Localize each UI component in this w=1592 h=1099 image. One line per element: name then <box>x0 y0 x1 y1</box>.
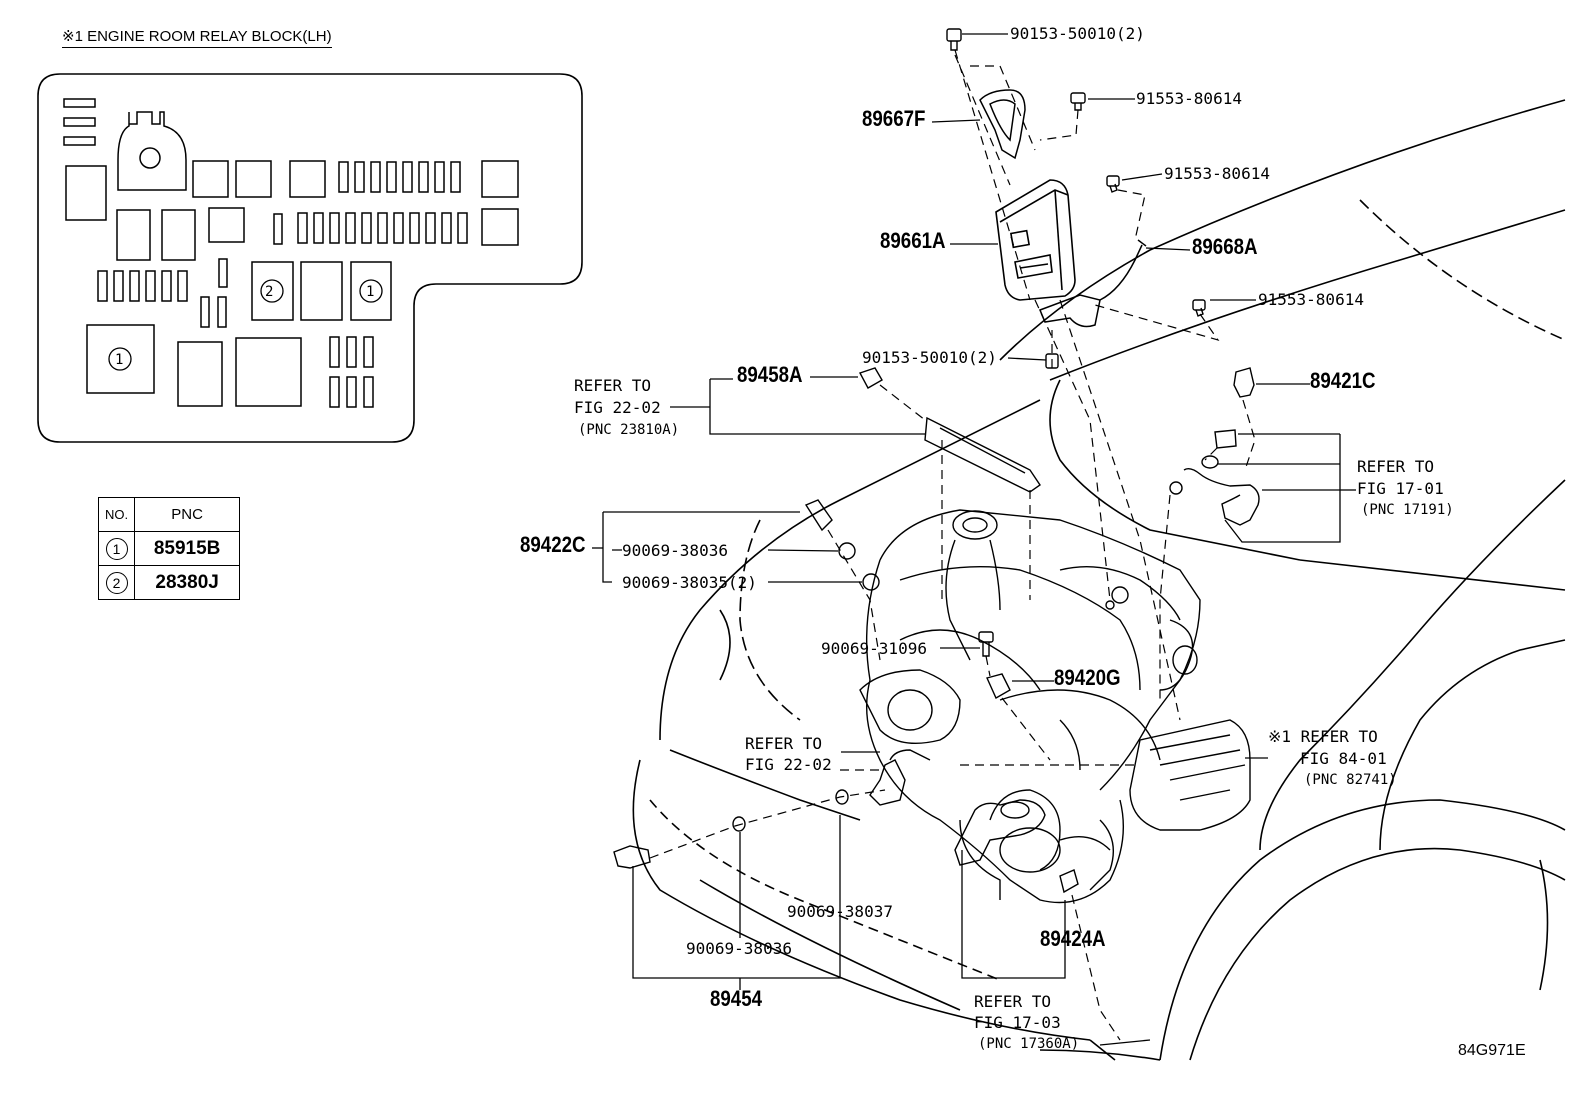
label-90069-31096: 90069-31096 <box>821 639 927 658</box>
bolt-90069-31096 <box>978 631 994 657</box>
label-90069-38035: 90069-38035(2) <box>622 573 757 592</box>
pnc-header-pnc: PNC <box>134 497 241 532</box>
label-89421C: 89421C <box>1310 368 1376 393</box>
bracket-89668A <box>1039 239 1147 328</box>
bolt-91553-80614-3 <box>1192 299 1206 317</box>
label-91553-80614-2: 91553-80614 <box>1164 164 1270 183</box>
label-89661A: 89661A <box>880 228 946 253</box>
refer-84-01-line2: FIG 84-01 <box>1300 749 1387 768</box>
refer-84-01-line1: ※1 REFER TO <box>1268 727 1378 746</box>
label-90069-38036-b: 90069-38036 <box>686 939 792 958</box>
refer-22-02-b-line2: FIG 22-02 <box>745 755 832 774</box>
relay-marker-1b: 1 <box>115 352 124 368</box>
relay-marker-2: 2 <box>265 284 274 300</box>
sensor-89454 <box>613 749 931 869</box>
refer-17-03-line3: (PNC 17360A) <box>978 1036 1080 1052</box>
sensor-89424A <box>1059 869 1079 894</box>
label-89458A: 89458A <box>737 362 803 387</box>
pnc-row-value: 85915B <box>134 531 241 566</box>
pnc-row-value: 28380J <box>134 565 241 600</box>
label-90069-38037: 90069-38037 <box>787 902 893 921</box>
refer-17-01-line3: (PNC 17191) <box>1361 502 1454 518</box>
vehicle-body-outline <box>632 99 1566 1061</box>
refer-22-02-a-line3: (PNC 23810A) <box>578 422 680 438</box>
label-89667F: 89667F <box>862 106 926 131</box>
figure-id: 84G971E <box>1458 1042 1526 1059</box>
refer-84-01-line3: (PNC 82741) <box>1304 772 1397 788</box>
label-89668A: 89668A <box>1192 234 1258 259</box>
refer-17-03-line1: REFER TO <box>974 992 1052 1011</box>
label-90069-38036-a: 90069-38036 <box>622 541 728 560</box>
sensor-89422C <box>804 499 880 591</box>
engine-assembly <box>859 509 1201 904</box>
bracket-89667F <box>979 89 1026 160</box>
label-90153-50010-top: 90153-50010(2) <box>1010 24 1145 43</box>
bolt-91553-80614-2 <box>1106 175 1120 193</box>
pnc-header-no: NO. <box>97 497 136 532</box>
relay-block-title: ※1 ENGINE ROOM RELAY BLOCK(LH) <box>62 27 332 48</box>
refer-17-03-line2: FIG 17-03 <box>974 1013 1061 1032</box>
pnc-row-no: 2 <box>105 571 128 594</box>
refer-17-01-line2: FIG 17-01 <box>1357 479 1444 498</box>
label-89424A: 89424A <box>1040 926 1106 951</box>
bolt-90153-50010-top <box>946 28 962 51</box>
refer-22-02-b-line1: REFER TO <box>745 734 823 753</box>
label-91553-80614-1: 91553-80614 <box>1136 89 1242 108</box>
label-89454: 89454 <box>710 986 763 1011</box>
hose-assembly-17191 <box>1169 429 1260 526</box>
label-89420G: 89420G <box>1054 665 1121 690</box>
refer-22-02-a-line2: FIG 22-02 <box>574 398 661 417</box>
relay-block <box>37 73 583 443</box>
table-row: 1 85915B <box>97 531 241 566</box>
bolt-91553-80614-1 <box>1070 92 1086 111</box>
ecu-89661A <box>995 179 1076 301</box>
sensor-89421C <box>1233 367 1255 398</box>
sensor-89420G <box>986 673 1011 699</box>
pnc-row-no: 1 <box>105 537 128 560</box>
leader-lines <box>592 33 1356 1046</box>
air-cleaner-box <box>1129 719 1251 831</box>
label-89422C: 89422C <box>520 532 586 557</box>
relay-marker-1a: 1 <box>366 284 375 300</box>
table-row: 2 28380J <box>97 565 241 600</box>
sensor-89458A-connector <box>858 367 1041 493</box>
pnc-table-header: NO. PNC <box>97 497 241 532</box>
pipe-17360A <box>954 799 1046 866</box>
refer-17-01-line1: REFER TO <box>1357 457 1435 476</box>
pnc-table: NO. PNC 1 85915B 2 28380J <box>97 497 241 600</box>
label-91553-80614-3: 91553-80614 <box>1258 290 1364 309</box>
dashed-guide-lines <box>649 49 1256 1041</box>
label-90153-50010-mid: 90153-50010(2) <box>862 348 997 367</box>
refer-22-02-a-line1: REFER TO <box>574 376 652 395</box>
